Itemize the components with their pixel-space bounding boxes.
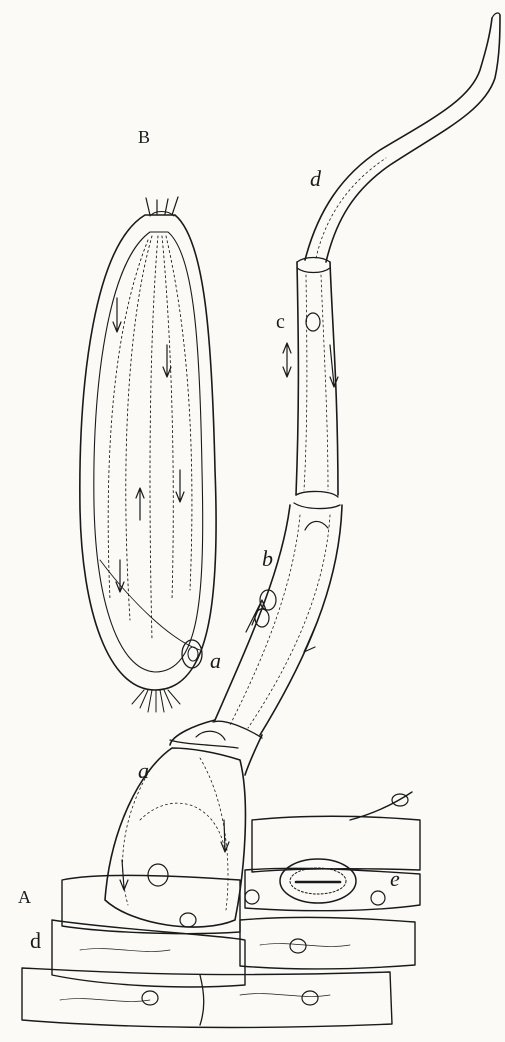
label-a-nucleus: a xyxy=(210,650,221,672)
label-a-basal-cell: a xyxy=(138,760,149,782)
label-d-epidermis: d xyxy=(30,930,41,952)
panel-a-hair xyxy=(22,13,500,1027)
label-e-stoma: e xyxy=(390,868,400,890)
panel-a-label: A xyxy=(18,888,31,906)
panel-b-label: B xyxy=(138,128,150,146)
label-c-cell: c xyxy=(276,312,285,332)
panel-b-cell xyxy=(80,197,216,712)
label-d-hair-tip: d xyxy=(310,168,321,190)
label-b-cell: b xyxy=(262,548,273,570)
